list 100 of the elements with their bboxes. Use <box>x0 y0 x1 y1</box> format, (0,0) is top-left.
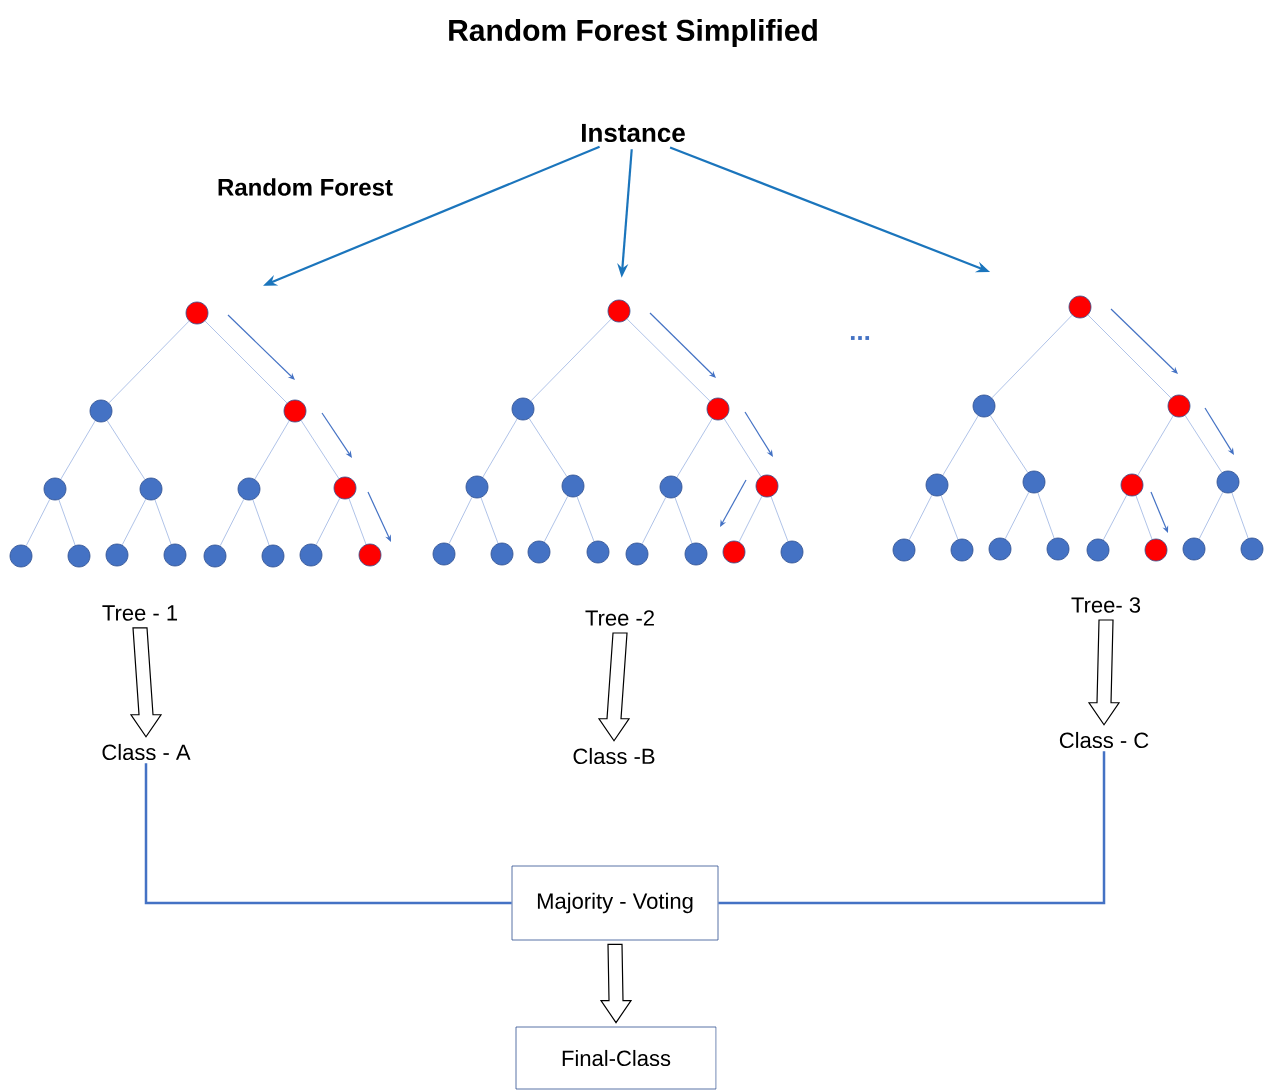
tree-edge <box>942 415 979 476</box>
tree-node <box>780 540 804 564</box>
tree-node <box>1086 538 1110 562</box>
block-arrow <box>597 632 631 742</box>
tree-edge <box>315 497 341 546</box>
tree-node <box>755 474 779 498</box>
tree-node <box>950 538 974 562</box>
tree-edge <box>738 495 763 543</box>
tree-edge <box>106 420 146 480</box>
tree-node <box>105 543 129 567</box>
tree-node <box>1068 295 1092 319</box>
tree-edge <box>1184 415 1223 473</box>
tree-node <box>586 540 610 564</box>
text-label: Instance <box>582 123 685 143</box>
text-box: Final-Class <box>515 1026 717 1090</box>
text-label: Class -B <box>573 747 655 765</box>
tree-edge <box>154 499 172 545</box>
tree-edge <box>940 495 959 540</box>
tree-edge <box>641 496 667 545</box>
block-arrow <box>599 943 633 1024</box>
tree-edge <box>448 496 473 545</box>
tree-edge <box>60 420 96 480</box>
tree-node <box>1182 537 1206 561</box>
tree-edge <box>1198 491 1224 540</box>
tree-edge <box>1137 415 1174 476</box>
tree-edge <box>626 318 711 402</box>
tree-edge <box>1231 492 1249 539</box>
tree-edge <box>723 418 762 477</box>
tree-node <box>1120 473 1144 497</box>
tree-edge <box>1087 314 1172 399</box>
tree-node <box>511 397 535 421</box>
tree-node <box>333 476 357 500</box>
tree-edge <box>1004 491 1030 540</box>
tree-edge <box>770 496 789 542</box>
tree-node <box>43 477 67 501</box>
forest-label: Random Forest <box>218 178 393 196</box>
tree-edge <box>482 418 518 478</box>
connector-line <box>718 751 1106 905</box>
ellipsis: ... <box>850 336 870 340</box>
tree-node <box>561 474 585 498</box>
tree-edge <box>1135 495 1153 540</box>
tree-node <box>988 537 1012 561</box>
tree-node <box>1144 538 1168 562</box>
tree-edge <box>1103 494 1128 541</box>
tree-edge <box>543 495 569 543</box>
tree-node <box>1046 537 1070 561</box>
tree-node <box>892 538 916 562</box>
tree-edge <box>25 498 51 547</box>
tree-node <box>1240 537 1264 561</box>
tree-edge <box>254 420 290 480</box>
block-arrow <box>1087 619 1121 726</box>
tree-edge <box>300 420 340 479</box>
tree-node <box>358 543 382 567</box>
tree-node <box>299 543 323 567</box>
tree-node <box>1167 394 1191 418</box>
tree-node <box>9 544 33 568</box>
tree-node <box>163 543 187 567</box>
tree-node <box>283 399 307 423</box>
text-label: Class - A <box>102 743 191 761</box>
tree-edge <box>991 314 1073 399</box>
tree-node <box>706 397 730 421</box>
tree-edge <box>108 320 190 404</box>
tree-edge <box>252 499 270 546</box>
tree-edge <box>908 494 933 541</box>
text-box: Majority - Voting <box>511 865 719 941</box>
tree-edge <box>528 418 568 477</box>
tree-edge <box>219 498 245 547</box>
tree-node <box>1216 470 1240 494</box>
tree-node <box>490 542 514 566</box>
tree-edge <box>58 499 76 546</box>
tree-node <box>972 394 996 418</box>
tree-edge <box>990 415 1029 473</box>
block-arrow <box>129 627 163 738</box>
text-label: Tree - 1 <box>102 605 177 621</box>
tree-node <box>89 399 113 423</box>
tree-node <box>684 542 708 566</box>
tree-node <box>722 540 746 564</box>
tree-edge <box>480 497 499 544</box>
tree-node <box>261 544 285 568</box>
tree-node <box>527 540 551 564</box>
tree-edge <box>204 320 288 404</box>
tree-node <box>185 301 209 325</box>
tree-node <box>607 299 631 323</box>
tree-edge <box>348 498 367 545</box>
title: Random Forest Simplified <box>449 19 817 47</box>
text-label: Tree -2 <box>585 610 654 626</box>
tree-node <box>925 473 949 497</box>
tree-node <box>139 477 163 501</box>
tree-node <box>67 544 91 568</box>
tree-node <box>1022 470 1046 494</box>
tree-node <box>432 542 456 566</box>
tree-edge <box>674 497 693 544</box>
text-label: Tree- 3 <box>1071 597 1141 613</box>
tree-node <box>237 477 261 501</box>
tree-node <box>203 544 227 568</box>
tree-node <box>625 542 649 566</box>
tree-node <box>465 475 489 499</box>
tree-edge <box>1037 492 1055 539</box>
tree-edge <box>576 496 595 542</box>
tree-edge <box>530 318 612 402</box>
